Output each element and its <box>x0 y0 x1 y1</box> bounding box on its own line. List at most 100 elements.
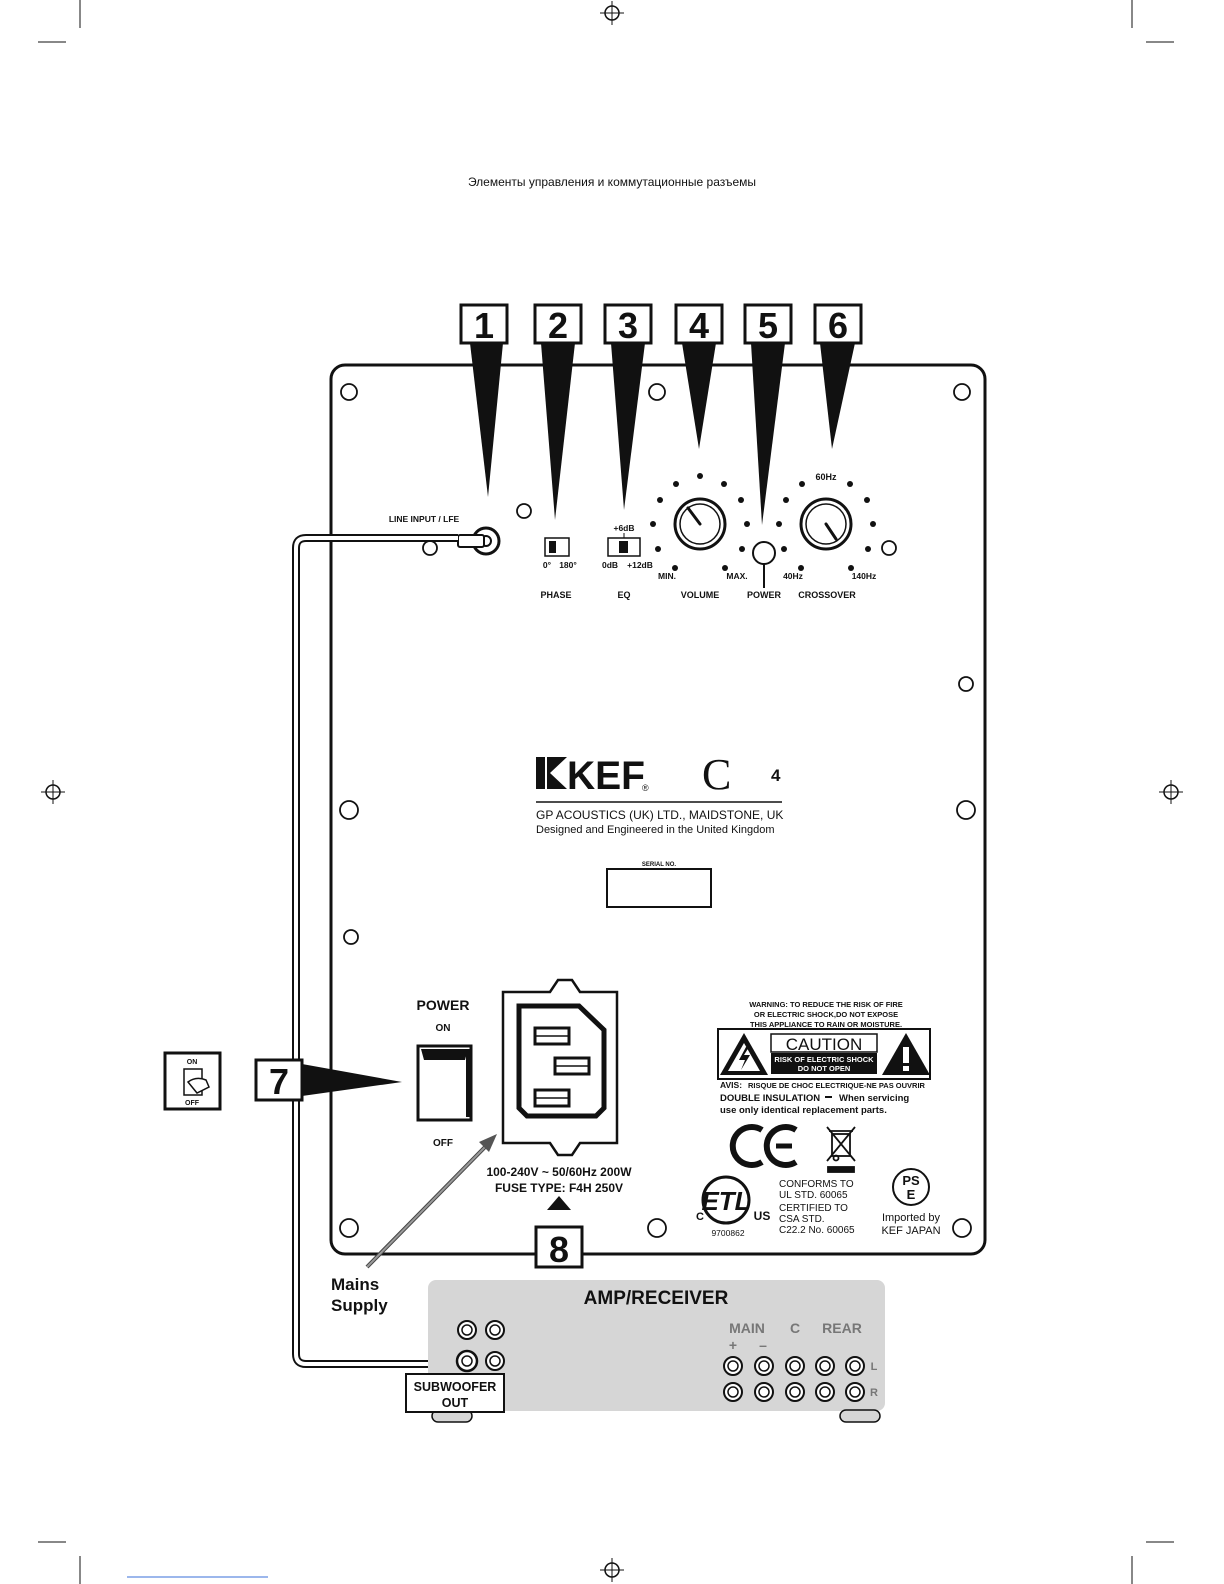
volume-knob[interactable] <box>673 497 727 551</box>
callout-4: 4 <box>674 303 724 346</box>
rca-plug <box>457 534 485 548</box>
cable-outline <box>292 534 462 1368</box>
cable <box>294 536 462 1366</box>
etl-mark: ETL <box>701 1186 750 1216</box>
fuse-type: FUSE TYPE: F4H 250V <box>495 1181 623 1195</box>
etl-listed-icon: ETL C US 9700862 <box>696 1175 771 1238</box>
sub-out-line-2: OUT <box>442 1396 469 1410</box>
model-number: 4 <box>771 766 781 785</box>
callout-number: 6 <box>828 305 848 346</box>
conformity-line-5: C22.2 No. 60065 <box>779 1225 855 1236</box>
callout-number: 5 <box>758 305 778 346</box>
pse-top: PS <box>902 1173 920 1188</box>
power-off-label: OFF <box>433 1138 453 1149</box>
callout-number: 4 <box>689 305 709 346</box>
callout-3: 3 <box>603 303 653 346</box>
serial-number-box <box>606 868 712 908</box>
importer-line-2: KEF JAPAN <box>881 1225 940 1237</box>
insulation-line-1: When servicing <box>839 1093 909 1104</box>
crossover-60hz-label: 60Hz <box>815 472 837 482</box>
amp-foot-right <box>839 1409 881 1423</box>
phase-0-label: 0° <box>543 560 552 570</box>
volume-min-label: MIN. <box>658 571 676 581</box>
volume-scale-dots <box>650 473 750 571</box>
avis-label: AVIS: <box>720 1080 742 1090</box>
amp-l-label: L <box>871 1361 878 1373</box>
caution-label: CAUTION RISK OF ELECTRIC SHOCK DO NOT OP… <box>717 1028 931 1080</box>
model-letter: C <box>702 750 731 799</box>
volume-label: VOLUME <box>681 590 720 600</box>
caution-line-2: DO NOT OPEN <box>798 1064 851 1073</box>
phase-switch[interactable] <box>544 537 570 557</box>
pse-mark-icon: PS E <box>892 1168 930 1206</box>
mains-arrow <box>365 1134 497 1269</box>
ce-mark-icon <box>729 1124 798 1168</box>
double-insulation-label: DOUBLE INSULATION <box>720 1093 820 1104</box>
kef-logo-text: KEF <box>567 754 645 798</box>
line-input-label: LINE INPUT / LFE <box>389 514 460 524</box>
subwoofer-out-jack[interactable] <box>455 1349 479 1373</box>
crossover-knob[interactable] <box>799 497 853 551</box>
switch-icon-on-label: ON <box>187 1059 198 1066</box>
registration-mark-top <box>600 1 624 25</box>
eq-0db-label: 0dB <box>602 560 618 570</box>
crossover-label: CROSSOVER <box>798 590 856 600</box>
crossover-scale-dots <box>776 481 876 571</box>
power-switch-title: POWER <box>417 997 470 1013</box>
panel-screws <box>339 383 976 1238</box>
eq-switch[interactable] <box>607 533 641 557</box>
amp-speaker-terminals <box>723 1356 865 1402</box>
amp-plus-label: + <box>729 1337 737 1353</box>
eq-12db-label: +12dB <box>627 560 653 570</box>
callout-number: 7 <box>269 1061 289 1102</box>
caution-line-1: RISK OF ELECTRIC SHOCK <box>774 1055 874 1064</box>
amp-rear-label: REAR <box>822 1320 862 1336</box>
sub-out-line-1: SUBWOOFER <box>414 1380 497 1394</box>
page-subtitle: Элементы управления и коммутационные раз… <box>468 175 756 189</box>
crossover-40hz-label: 40Hz <box>783 571 803 581</box>
mains-rating: 100-240V ~ 50/60Hz 200W <box>486 1165 632 1179</box>
warning-line-3: THIS APPLIANCE TO RAIN OR MOISTURE. <box>750 1020 902 1029</box>
amp-title: AMP/RECEIVER <box>584 1288 729 1309</box>
etl-c-label: C <box>696 1211 704 1223</box>
callout-pointers <box>470 343 855 525</box>
conformity-line-1: CONFORMS TO <box>779 1179 854 1190</box>
callout-2: 2 <box>533 303 583 346</box>
callout-7: 7 <box>254 1058 402 1102</box>
power-led-label: POWER <box>747 590 782 600</box>
insulation-line-2: use only identical replacement parts. <box>720 1105 887 1116</box>
amp-main-label: MAIN <box>729 1320 765 1336</box>
phase-label: PHASE <box>540 590 571 600</box>
power-rocker-switch[interactable] <box>416 1044 473 1122</box>
company-line: GP ACOUSTICS (UK) LTD., MAIDSTONE, UK <box>536 808 783 822</box>
crossover-140hz-label: 140Hz <box>852 571 877 581</box>
conformity-line-4: CSA STD. <box>779 1214 825 1225</box>
weee-bin-icon <box>826 1126 856 1173</box>
registration-mark-bottom <box>600 1558 624 1582</box>
iec-power-inlet[interactable] <box>501 978 619 1157</box>
switch-icon-off-label: OFF <box>185 1100 200 1107</box>
callout-5: 5 <box>743 303 793 346</box>
registration-mark-left <box>41 780 65 804</box>
callout-number: 8 <box>549 1229 569 1270</box>
serial-label: SERIAL NO. <box>642 862 677 868</box>
eq-label: EQ <box>617 590 630 600</box>
callout-6: 6 <box>813 303 863 346</box>
subwoofer-out-box: SUBWOOFER OUT <box>405 1373 505 1413</box>
eq-6db-label: +6dB <box>613 523 634 533</box>
etl-us-label: US <box>754 1209 771 1223</box>
amp-c-label: C <box>790 1320 800 1336</box>
mains-supply-label-line1: Mains <box>331 1275 379 1294</box>
registered-mark: ® <box>642 783 649 793</box>
caution-title: CAUTION <box>786 1035 863 1054</box>
crop-marks <box>38 0 1174 1584</box>
callout-number: 2 <box>548 305 568 346</box>
amp-r-label: R <box>870 1387 878 1399</box>
power-switch-icon: ON OFF <box>163 1051 222 1111</box>
callout-1: 1 <box>459 303 509 346</box>
power-on-label: ON <box>436 1023 451 1034</box>
tagline: Designed and Engineered in the United Ki… <box>536 824 775 836</box>
warning-line-1: WARNING: TO REDUCE THE RISK OF FIRE <box>749 1000 903 1009</box>
volume-max-label: MAX. <box>726 571 747 581</box>
